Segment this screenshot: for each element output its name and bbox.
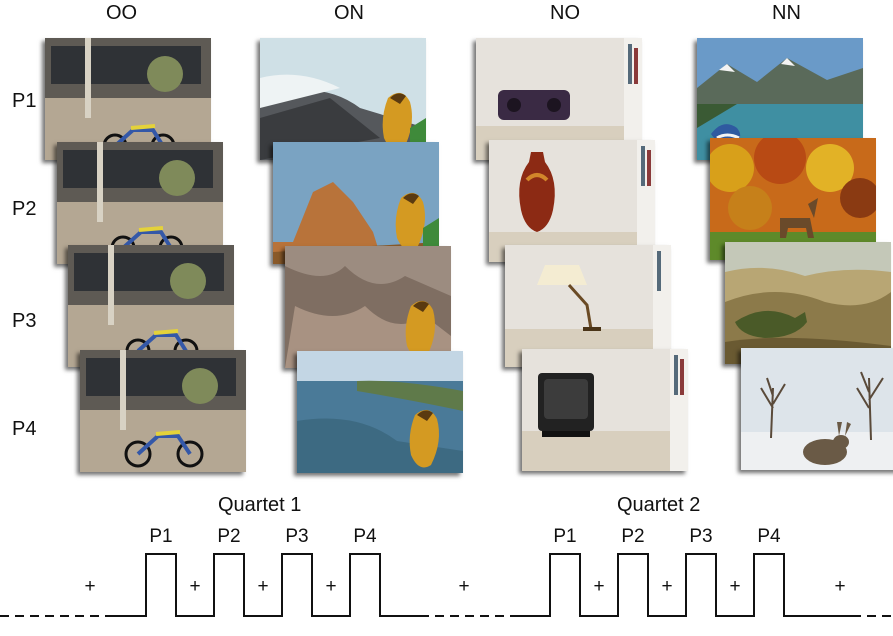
timeline-labels: P1 P2 P3 P4 + + + P1 P2 P3 P4 + + + + + + — [84, 526, 845, 597]
column-header-no: NO — [550, 2, 580, 24]
on-p3-image — [285, 246, 451, 368]
quartet-2-pulse-train — [512, 553, 852, 617]
row-label-p1: P1 — [12, 90, 37, 112]
row-label-p2: P2 — [12, 198, 37, 220]
column-header-nn: NN — [772, 2, 801, 24]
landscape-eagle-scene-icon — [297, 351, 463, 473]
quartet-1-pulse-label-p1: P1 — [149, 526, 172, 547]
no-p4-image — [522, 349, 688, 471]
oo-p1-image — [45, 38, 211, 160]
fixation-cross: + — [84, 576, 95, 597]
fixation-cross: + — [661, 576, 672, 597]
on-p4-image — [297, 351, 463, 473]
quartet-1-pulse-label-p2: P2 — [217, 526, 240, 547]
quartet-1-pulse-train — [108, 553, 420, 617]
building-motorcycle-scene-icon — [80, 350, 246, 472]
column-header-on: ON — [334, 2, 364, 24]
quartet-2-pulse-label-p1: P1 — [553, 526, 576, 547]
row-label-p3: P3 — [12, 310, 37, 332]
landscape-eagle-scene-icon — [285, 246, 451, 368]
quartet-2-label: Quartet 2 — [617, 494, 701, 516]
row-label-p4: P4 — [12, 418, 37, 440]
no-p2-image — [489, 140, 655, 262]
fixation-cross: + — [325, 576, 336, 597]
nn-p2-image — [710, 138, 876, 260]
building-motorcycle-scene-icon — [68, 245, 234, 367]
quartet-1-pulse-label-p4: P4 — [353, 526, 377, 547]
nature-animal-scene-icon — [725, 242, 891, 364]
fixation-cross: + — [189, 576, 200, 597]
room-shelf-object-scene-icon — [489, 140, 655, 262]
fixation-cross: + — [458, 576, 469, 597]
oo-p4-image — [80, 350, 246, 472]
oo-p3-image — [68, 245, 234, 367]
nature-animal-scene-icon — [710, 138, 876, 260]
column-header-oo: OO — [106, 2, 138, 24]
no-p3-image — [505, 245, 671, 367]
quartet-1-label: Quartet 1 — [218, 494, 302, 516]
quartet-1-pulse-label-p3: P3 — [285, 526, 308, 547]
fixation-cross: + — [834, 576, 845, 597]
nn-p3-image — [725, 242, 891, 364]
timeline-diagram: P1 P2 P3 P4 + + + P1 P2 P3 P4 + + + + + + — [0, 526, 893, 617]
quartet-2-pulse-label-p3: P3 — [689, 526, 712, 547]
nature-animal-scene-icon — [741, 348, 893, 470]
nn-p4-image — [741, 348, 893, 470]
building-motorcycle-scene-icon — [45, 38, 211, 160]
room-shelf-object-scene-icon — [522, 349, 688, 471]
quartet-2-pulse-label-p4: P4 — [757, 526, 781, 547]
timeline-signal — [0, 553, 893, 617]
fixation-cross: + — [729, 576, 740, 597]
quartet-2-pulse-label-p2: P2 — [621, 526, 644, 547]
room-shelf-object-scene-icon — [505, 245, 671, 367]
fixation-cross: + — [257, 576, 268, 597]
fixation-cross: + — [593, 576, 604, 597]
